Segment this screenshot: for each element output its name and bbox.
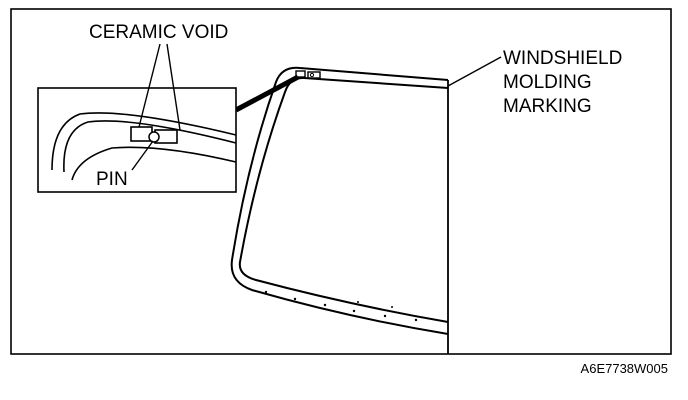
pin-leader-line: [131, 140, 154, 171]
pin-label: PIN: [96, 169, 128, 190]
detail-pointer-line: [234, 74, 300, 113]
windshield-molding-outline: [238, 76, 449, 323]
detail-molding-inner: [71, 146, 237, 181]
ceramic-void-label: CERAMIC VOID: [89, 22, 228, 43]
windshield-outer-outline: [230, 66, 449, 335]
detail-molding-outer: [51, 112, 237, 171]
detail-molding-middle: [63, 120, 237, 173]
figure-code: A6E7738W005: [581, 361, 668, 376]
ceramic-void-leader-right: [166, 43, 181, 131]
marking-label-line2: MOLDING: [503, 72, 592, 93]
marking-label-line3: MARKING: [503, 96, 592, 117]
ceramic-dots: [264, 290, 418, 322]
figure-frame: [10, 8, 672, 355]
pin-icon: [148, 131, 160, 143]
ceramic-void-leader-left: [138, 43, 161, 128]
molding-marking-location: [295, 70, 321, 79]
marking-label-line1: WINDSHIELD: [503, 48, 622, 69]
marking-leader-line: [447, 56, 502, 87]
